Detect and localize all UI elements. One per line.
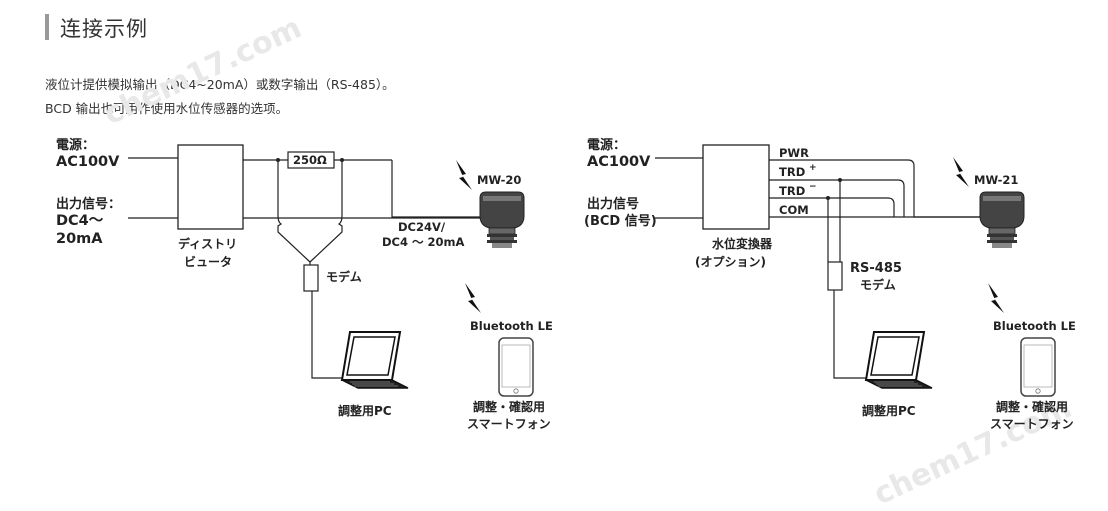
left-dc-label-2: DC4 ～ 20mA — [382, 235, 464, 249]
right-trd-plus-sup: + — [809, 163, 817, 173]
left-bluetooth-label: Bluetooth LE — [470, 319, 553, 333]
right-pc-label: 調整用PC — [862, 403, 916, 418]
right-modem-box — [827, 261, 843, 291]
left-diagram: 電源： AC100V 出力信号： DC4～ 20mA ディストリ ビュータ 25… — [56, 137, 553, 431]
right-phone-label-1: 調整・確認用 — [996, 399, 1068, 414]
left-modem-label: モデム — [326, 269, 362, 284]
right-trd-minus-label: TRD — [779, 184, 805, 198]
left-dc-label-1: DC24V/ — [398, 220, 446, 234]
left-resistor-box — [287, 151, 335, 169]
right-converter-box — [702, 144, 770, 230]
right-trd-minus-sup: − — [809, 182, 817, 192]
right-pwr-label: PWR — [779, 146, 809, 160]
smartphone-icon — [498, 337, 534, 397]
lightning-bolt-icon — [988, 283, 1004, 313]
laptop-icon — [341, 331, 409, 389]
left-distributor-box — [177, 144, 244, 230]
right-output-value: (BCD 信号) — [584, 213, 657, 229]
smartphone-icon — [1020, 337, 1056, 397]
right-rs485-label: RS-485 — [850, 261, 902, 276]
water-level-sensor-icon — [979, 191, 1025, 249]
description-line-2: BCD 输出也可用作使用水位传感器的选项。 — [45, 101, 289, 116]
right-com-label: COM — [779, 203, 809, 217]
lightning-bolt-icon — [465, 283, 481, 313]
lightning-bolt-icon — [953, 157, 969, 187]
right-trd-plus-label: TRD — [779, 165, 805, 179]
right-phone-label-2: スマートフォン — [990, 417, 1074, 431]
right-diagram: 電源： AC100V 出力信号 (BCD 信号) 水位変換器 (オプション) P… — [584, 137, 1076, 431]
left-output-label: 出力信号： — [56, 196, 121, 212]
left-distributor-label-1: ディストリ — [178, 236, 237, 251]
lightning-bolt-icon — [456, 160, 472, 190]
page-title: 连接示例 — [60, 17, 148, 41]
left-resistor-label: 250Ω — [293, 153, 327, 167]
laptop-icon — [865, 331, 933, 389]
right-bluetooth-label: Bluetooth LE — [993, 319, 1076, 333]
water-level-sensor-icon — [479, 191, 525, 249]
watermark-left: chem17.com — [99, 10, 307, 132]
right-output-label: 出力信号 — [587, 196, 639, 212]
left-modem-box — [303, 264, 319, 292]
right-power-label: 電源： — [587, 137, 626, 153]
left-phone-label-1: 調整・確認用 — [473, 399, 545, 414]
left-power-label: 電源： — [56, 137, 95, 153]
left-output-value-2: 20mA — [56, 231, 103, 247]
right-wiring — [655, 157, 980, 379]
right-modem-label: モデム — [860, 277, 896, 292]
right-sensor-label: MW-21 — [974, 173, 1018, 187]
left-phone-label-2: スマートフォン — [467, 417, 551, 431]
right-power-value: AC100V — [587, 154, 651, 170]
left-distributor-label-2: ビュータ — [184, 254, 232, 269]
left-sensor-label: MW-20 — [477, 173, 521, 187]
right-converter-label-1: 水位変換器 — [712, 236, 773, 251]
left-output-value-1: DC4～ — [56, 213, 104, 229]
left-pc-label: 調整用PC — [338, 403, 392, 418]
title-accent-bar — [45, 14, 49, 40]
left-power-value: AC100V — [56, 154, 120, 170]
right-converter-label-2: (オプション) — [695, 254, 766, 269]
description-line-1: 液位计提供模拟输出（DC4~20mA）或数字输出（RS-485）。 — [45, 77, 395, 92]
